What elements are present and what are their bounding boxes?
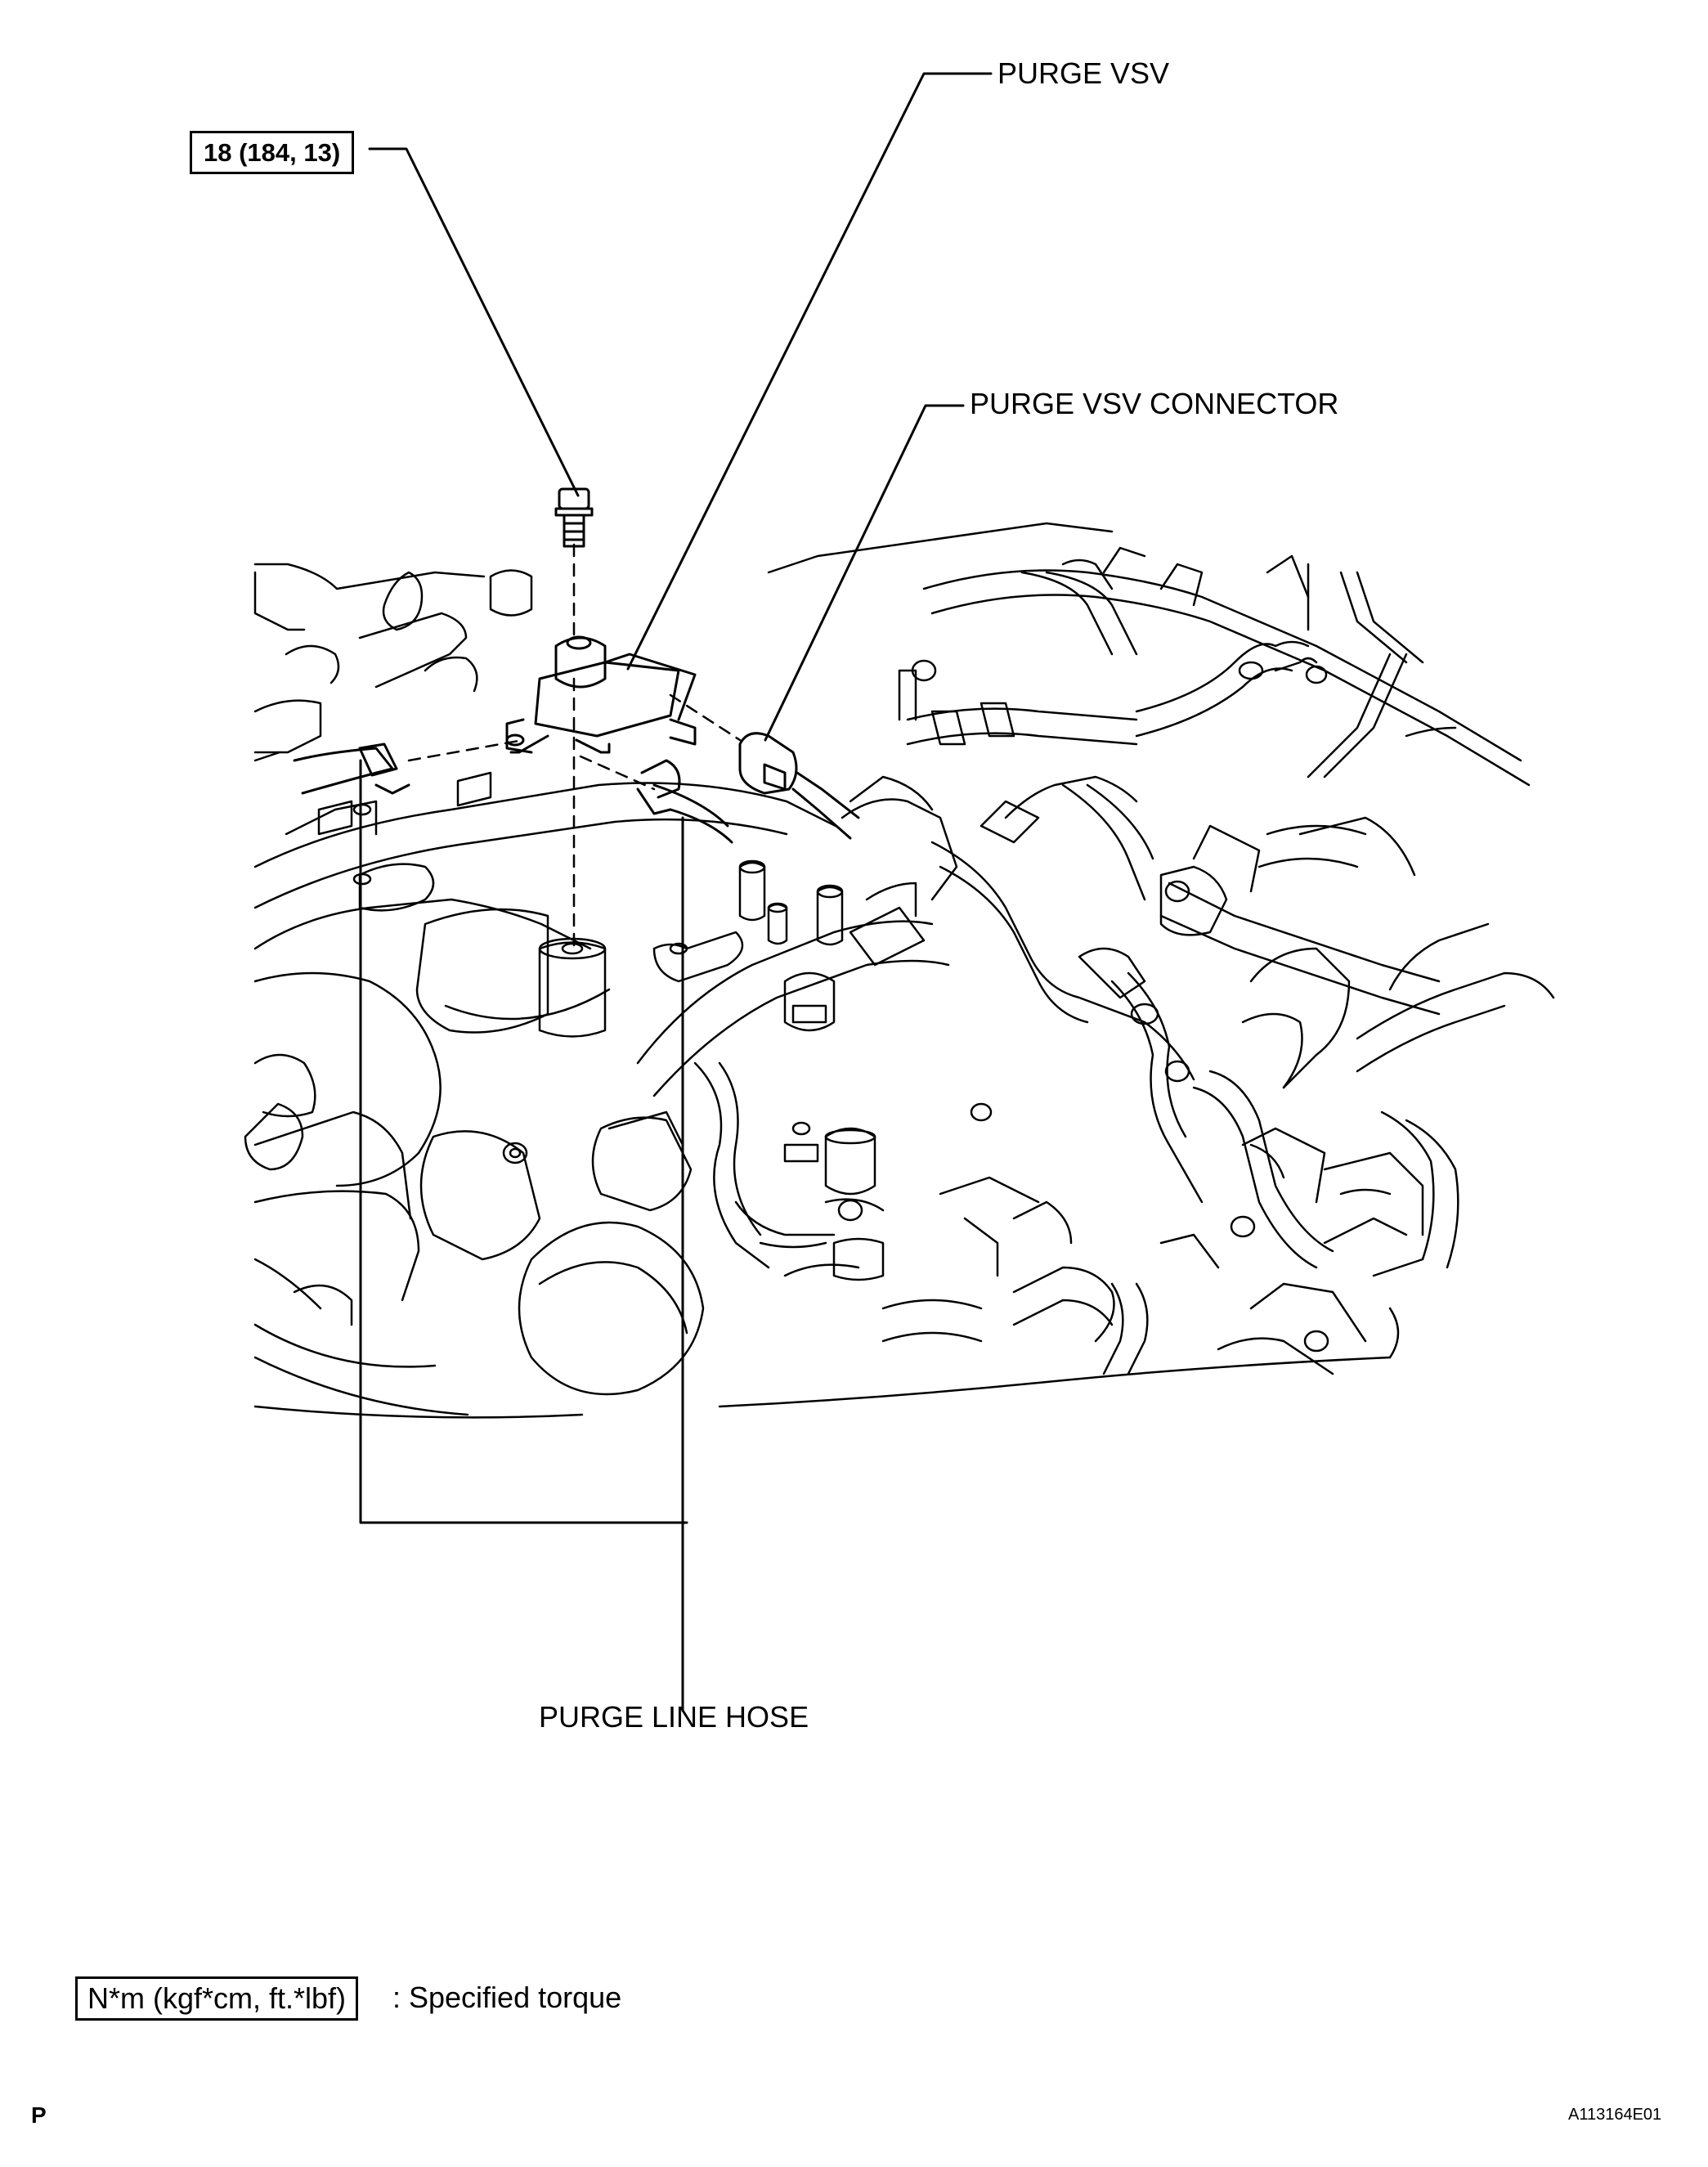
purge-vsv-label: PURGE VSV	[997, 56, 1170, 90]
torque-spec-box: 18 (184, 13)	[190, 131, 355, 174]
purge-vsv-connector-label: PURGE VSV CONNECTOR	[970, 387, 1339, 420]
purge-vsv-connector	[738, 732, 860, 840]
torque-unit-legend-box: N*m (kgf*cm, ft.*lbf)	[75, 1976, 359, 2021]
hose-left	[293, 743, 410, 795]
assembly-dashes	[407, 543, 742, 950]
hose-leader-left	[359, 759, 688, 1524]
leader-lines	[359, 72, 993, 1712]
purge-vsv-leader	[626, 72, 993, 671]
engine-lines	[244, 522, 1555, 1419]
hose-right	[636, 759, 733, 844]
connector-leader	[764, 404, 965, 742]
bolt	[554, 487, 594, 548]
figure-code: A113164E01	[1568, 2106, 1662, 2124]
torque-legend-description: : Specified torque	[392, 1981, 622, 2014]
section-letter: P	[31, 2102, 47, 2128]
purge-line-hose-label: PURGE LINE HOSE	[539, 1700, 809, 1734]
purge-vsv-body	[505, 635, 697, 754]
torque-leader	[368, 147, 580, 497]
oil-filler-cap	[518, 1221, 705, 1396]
